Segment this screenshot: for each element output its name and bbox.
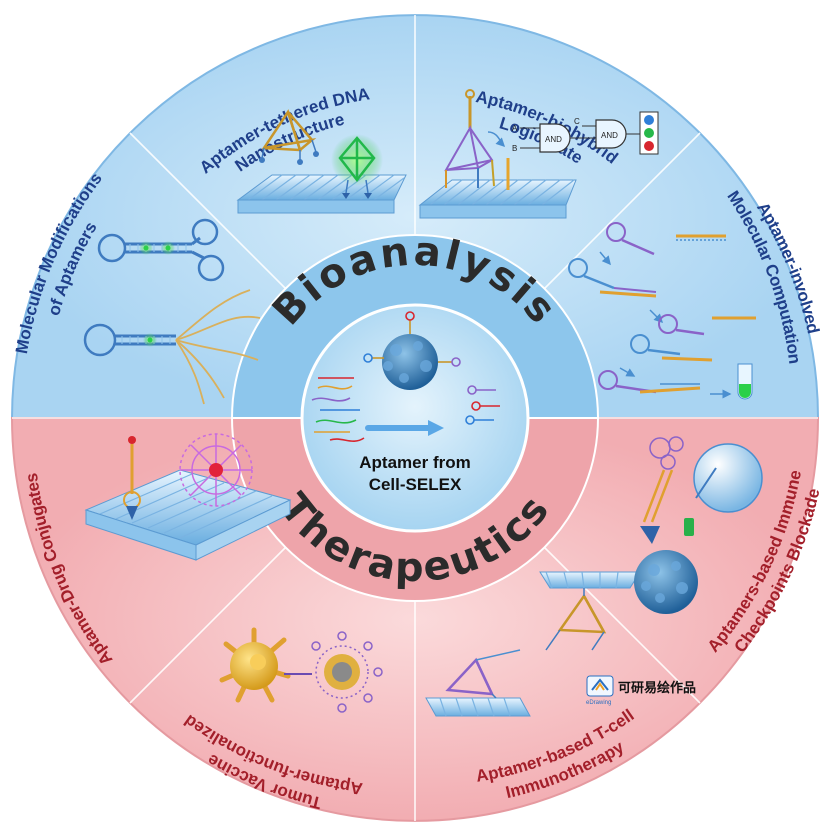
dna-nanostructure-illustration <box>236 109 407 214</box>
logic-input-a: A <box>512 124 518 133</box>
drug-conjugate-illustration <box>84 433 292 561</box>
center-circle <box>300 303 530 533</box>
logic-gate-and-2: AND <box>601 131 618 140</box>
molecular-modifications-illustration <box>83 218 261 405</box>
watermark-text: 可研易绘作品 <box>618 680 696 696</box>
logic-gate-and-1: AND <box>545 135 562 144</box>
logic-input-c: C <box>574 117 580 126</box>
checkpoint-blockade-illustration <box>634 436 763 614</box>
center-illustration <box>311 311 500 442</box>
center-title-line1: Aptamer from <box>359 453 470 472</box>
tcell-immunotherapy-illustration <box>425 571 641 717</box>
segment-dividers <box>12 15 818 821</box>
logic-gate-illustration: AND AND A B C <box>418 89 659 219</box>
watermark-sub: eDrawing <box>586 700 611 706</box>
logic-input-b: B <box>512 144 517 153</box>
center-title-line2: Cell-SELEX <box>369 475 462 494</box>
tumor-vaccine-illustration <box>219 627 383 713</box>
molecular-computation-illustration <box>568 222 756 400</box>
watermark: eDrawing 可研易绘作品 <box>586 675 696 706</box>
